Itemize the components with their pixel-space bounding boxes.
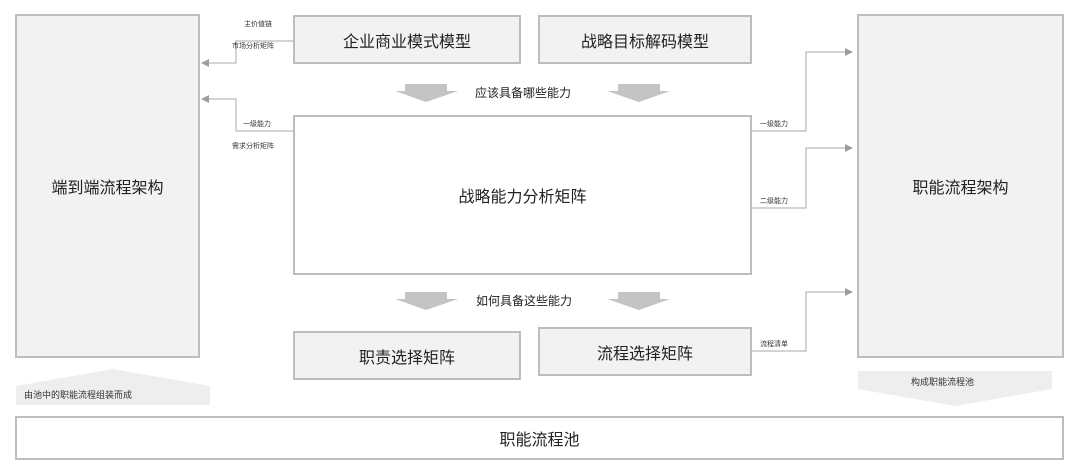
functional-architecture-box: 职能流程架构 [857, 14, 1064, 358]
strategic-capability-matrix-title: 战略能力分析矩阵 [458, 187, 587, 206]
business-model-label: 企业商业模式模型 [342, 31, 471, 51]
right-footer-shape [858, 371, 1052, 406]
process-matrix-label: 流程选择矩阵 [596, 343, 693, 363]
functional-process-pool-box: 职能流程池 [15, 416, 1064, 460]
down-arrow-top-left [395, 84, 458, 102]
process-list-label: 流程清单 [760, 340, 788, 348]
left-footer-shape [16, 369, 210, 405]
end-to-end-architecture-title: 端到端流程架构 [51, 178, 164, 197]
functional-architecture-title: 职能流程架构 [912, 178, 1009, 197]
level2-right-label: 二级能力 [760, 197, 788, 205]
connector-level1-right [752, 48, 853, 132]
should-have-label: 应该具备哪些能力 [475, 86, 572, 100]
strategy-model-box: 战略目标解码模型 [538, 15, 752, 64]
strategic-capability-matrix-box: 战略能力分析矩阵 [293, 115, 752, 275]
level1-right-label: 一级能力 [760, 120, 788, 128]
connector-center-to-left [201, 95, 293, 132]
how-to-have-label: 如何具备这些能力 [476, 294, 573, 308]
level1-left-label: 一级能力 [243, 120, 271, 128]
left-footer-label: 由池中的职能流程组装而成 [24, 391, 133, 401]
down-arrow-bottom-left [395, 292, 458, 310]
functional-process-pool-title: 职能流程池 [499, 430, 580, 449]
down-arrow-bottom-right [607, 292, 670, 310]
duty-matrix-label: 职责选择矩阵 [358, 347, 455, 367]
value-chain-label: 主价值链 [244, 20, 272, 28]
duty-matrix-box: 职责选择矩阵 [293, 331, 521, 380]
connector-business-to-left [201, 40, 293, 67]
right-footer-label: 构成职能流程池 [911, 378, 975, 388]
business-model-box: 企业商业模式模型 [293, 15, 521, 64]
process-matrix-box: 流程选择矩阵 [538, 327, 752, 376]
connector-level2-right [752, 144, 853, 209]
strategy-model-label: 战略目标解码模型 [580, 31, 709, 51]
connector-process-list-right [752, 288, 853, 352]
end-to-end-architecture-box: 端到端流程架构 [15, 14, 200, 358]
down-arrow-top-right [607, 84, 670, 102]
demand-matrix-label: 需求分析矩阵 [232, 142, 274, 150]
market-matrix-label: 市场分析矩阵 [232, 42, 274, 50]
